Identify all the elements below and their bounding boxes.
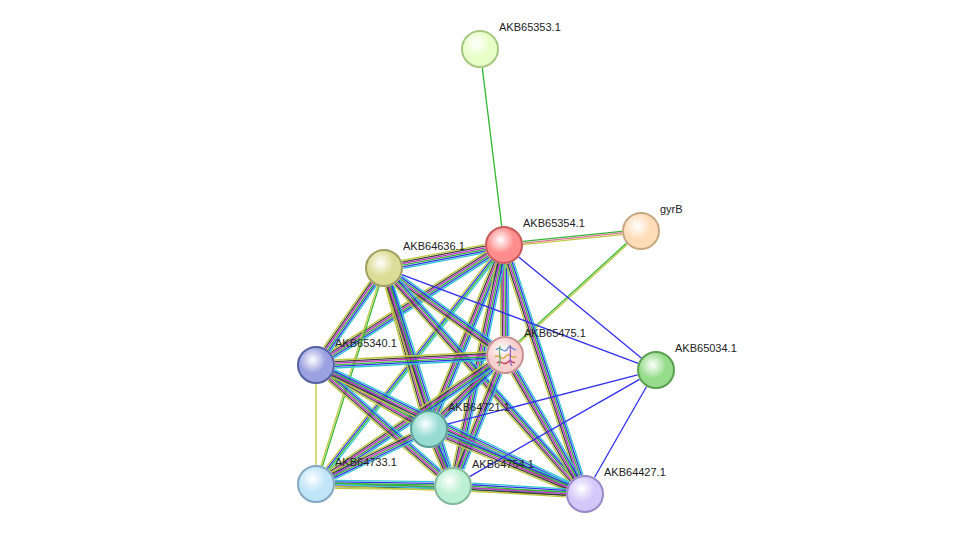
evidence-line — [523, 235, 622, 245]
node-circle — [622, 212, 660, 250]
protein-node: AKB64721.1 — [410, 410, 448, 448]
interaction-edge — [519, 243, 628, 343]
node-circle — [434, 467, 472, 505]
evidence-line — [469, 379, 639, 476]
interaction-edge — [433, 445, 450, 470]
node-circle — [461, 30, 499, 68]
node-label: AKB65353.1 — [499, 21, 561, 34]
protein-structure — [486, 336, 524, 374]
protein-ribbon — [510, 345, 512, 366]
protein-node: AKB65353.1 — [461, 30, 499, 68]
interaction-edge — [523, 231, 623, 244]
protein-node: gyrB — [622, 212, 660, 250]
evidence-line — [504, 264, 506, 336]
node-circle — [637, 351, 675, 389]
interaction-edge — [482, 68, 501, 226]
evidence-line — [503, 264, 505, 336]
evidence-line — [434, 447, 443, 469]
node-label: AKB64754.1 — [472, 458, 534, 471]
node-label: AKB65034.1 — [675, 342, 737, 355]
node-circle — [297, 465, 335, 503]
protein-node: AKB65475.1 — [486, 336, 524, 374]
evidence-line — [333, 438, 412, 476]
node-label: AKB65354.1 — [523, 217, 585, 230]
node-label: AKB64427.1 — [604, 466, 666, 479]
evidence-line — [482, 68, 501, 226]
evidence-line — [514, 262, 583, 475]
evidence-line — [335, 441, 414, 479]
node-label: AKB65475.1 — [524, 327, 586, 340]
protein-node: AKB65354.1 — [485, 226, 523, 264]
protein-node: AKB64733.1 — [297, 465, 335, 503]
interaction-edge — [331, 434, 413, 480]
interaction-edge — [472, 483, 567, 497]
evidence-line — [506, 264, 508, 336]
interaction-edge — [335, 352, 486, 368]
interaction-edge — [469, 379, 639, 476]
evidence-line — [334, 439, 413, 477]
evidence-line — [447, 375, 637, 424]
node-circle — [566, 475, 604, 513]
evidence-line — [335, 352, 486, 360]
evidence-line — [519, 257, 642, 358]
interaction-edge — [316, 384, 317, 465]
interaction-edge — [519, 257, 642, 358]
evidence-line — [433, 448, 442, 470]
evidence-line — [315, 384, 316, 465]
protein-node: AKB65340.1 — [297, 346, 335, 384]
node-circle — [485, 226, 523, 264]
node-circle — [365, 249, 403, 287]
evidence-line — [472, 491, 566, 497]
protein-node: AKB65034.1 — [637, 351, 675, 389]
interaction-edge — [594, 386, 646, 477]
protein-node: AKB64427.1 — [566, 475, 604, 513]
node-label: AKB64733.1 — [335, 456, 397, 469]
node-label: AKB64721.1 — [448, 401, 510, 414]
evidence-line — [335, 370, 570, 483]
evidence-line — [335, 354, 486, 362]
evidence-line — [594, 386, 646, 477]
evidence-line — [520, 244, 628, 342]
node-circle — [297, 346, 335, 384]
node-label: AKB65340.1 — [335, 337, 397, 350]
evidence-line — [331, 434, 410, 472]
protein-ribbon — [499, 346, 500, 366]
node-circle — [410, 410, 448, 448]
node-circle — [486, 336, 524, 374]
interaction-edge — [447, 375, 637, 424]
evidence-line — [333, 437, 412, 475]
protein-ribbon — [495, 355, 516, 359]
protein-node: AKB64754.1 — [434, 467, 472, 505]
node-label: gyrB — [660, 203, 683, 216]
evidence-line — [512, 262, 581, 475]
node-label: AKB64636.1 — [403, 240, 465, 253]
evidence-line — [523, 233, 622, 243]
protein-node: AKB64636.1 — [365, 249, 403, 287]
evidence-line — [332, 435, 411, 473]
